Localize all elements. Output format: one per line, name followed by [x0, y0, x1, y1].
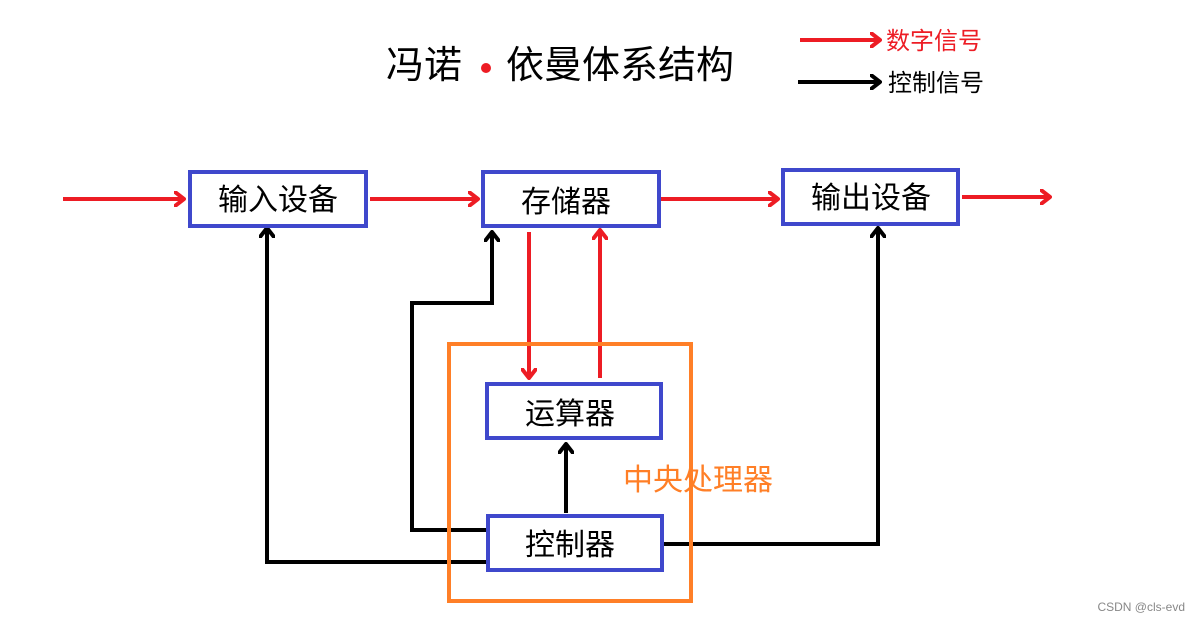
- node-input: 输入设备: [188, 170, 368, 228]
- node-input-label: 输入设备: [218, 183, 338, 218]
- title-separator-dot: [481, 63, 491, 73]
- node-memory-label: 存储器: [521, 185, 611, 220]
- arrow-controller-to-input: [267, 228, 486, 564]
- node-alu: 运算器: [485, 382, 663, 440]
- arrow-controller-to-output: [664, 228, 878, 546]
- node-alu-label: 运算器: [525, 397, 615, 432]
- watermark: CSDN @cls-evd: [1097, 600, 1185, 614]
- node-memory: 存储器: [481, 170, 661, 228]
- legend: 数字信号 控制信号: [798, 27, 984, 97]
- legend-control-label: 控制信号: [888, 69, 984, 97]
- node-output-label: 输出设备: [811, 181, 931, 216]
- title-part1: 冯诺: [386, 43, 462, 87]
- legend-data-label: 数字信号: [886, 27, 982, 55]
- cpu-label: 中央处理器: [623, 463, 773, 498]
- cpu-box: [447, 342, 693, 603]
- title-part2: 依曼体系结构: [506, 43, 734, 87]
- node-controller: 控制器: [486, 514, 664, 572]
- node-output: 输出设备: [781, 168, 960, 226]
- node-controller-label: 控制器: [525, 528, 615, 563]
- arrow-controller-to-memory: [410, 232, 492, 532]
